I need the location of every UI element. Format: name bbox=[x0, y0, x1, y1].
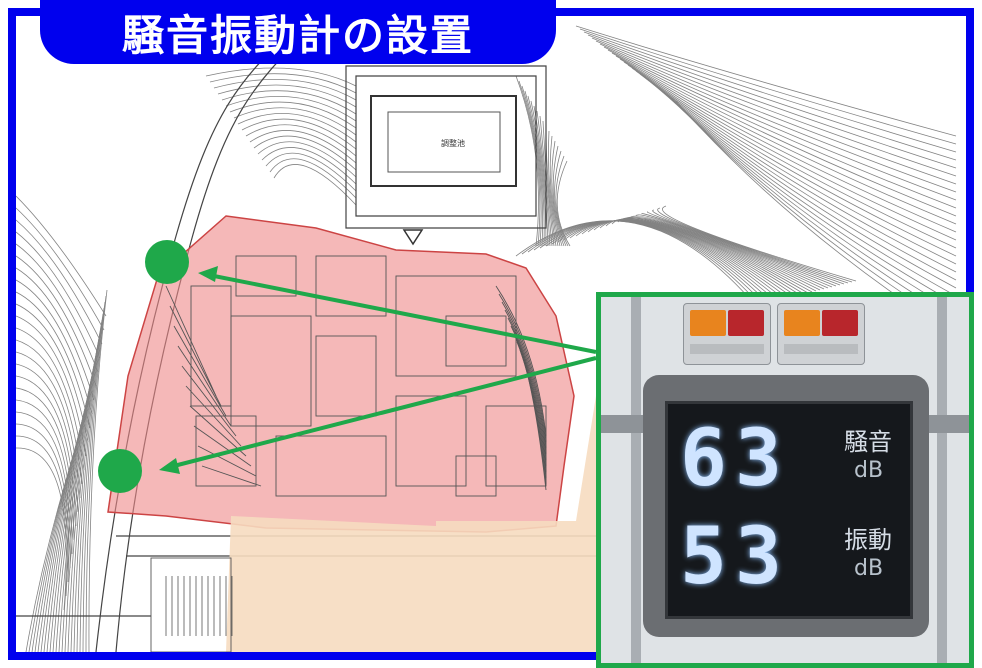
red-lamp bbox=[728, 310, 764, 336]
measurement-point-north bbox=[145, 240, 189, 284]
detention-pond bbox=[370, 95, 517, 187]
warning-lamp-unit-right bbox=[777, 303, 865, 365]
arrow-to-south-point bbox=[165, 356, 597, 470]
lamp-label-plate bbox=[784, 344, 858, 354]
lamp-label-plate bbox=[690, 344, 764, 354]
site-internal-structures bbox=[165, 255, 547, 497]
triangle-marker bbox=[402, 229, 424, 246]
vibration-value: 53 bbox=[680, 512, 790, 602]
parking-stall-lines bbox=[165, 576, 233, 636]
arrowhead-south bbox=[159, 458, 180, 474]
vibration-label: 振動 bbox=[844, 526, 892, 554]
measurement-point-south bbox=[98, 449, 142, 493]
arrow-to-north-point bbox=[203, 272, 597, 354]
arrowhead-north bbox=[198, 266, 218, 282]
pavement-area-east bbox=[436, 396, 616, 652]
display-housing: 63 騒音 dB 53 振動 dB bbox=[643, 375, 929, 637]
pavement-area-west bbox=[226, 516, 436, 652]
noise-unit: dB bbox=[854, 458, 884, 483]
site-map: 調整池 bbox=[16, 16, 957, 652]
led-display-face: 63 騒音 dB 53 振動 dB bbox=[665, 401, 913, 619]
noise-vibration-display-photo: 63 騒音 dB 53 振動 dB bbox=[596, 292, 974, 668]
mount-bar-right bbox=[923, 415, 969, 433]
detention-pond-label: 調整池 bbox=[441, 138, 465, 148]
title-banner: 騒音振動計の設置 bbox=[40, 0, 556, 64]
warning-lamp-unit-left bbox=[683, 303, 771, 365]
mount-pole-left bbox=[631, 297, 641, 663]
amber-lamp bbox=[784, 310, 820, 336]
detention-pond-inner bbox=[387, 111, 501, 173]
parking-lot bbox=[150, 557, 232, 652]
page-title: 騒音振動計の設置 bbox=[121, 10, 474, 60]
topographic-contours bbox=[16, 25, 957, 652]
vibration-unit: dB bbox=[854, 556, 884, 581]
amber-lamp bbox=[690, 310, 726, 336]
mount-bar-left bbox=[601, 415, 649, 433]
red-lamp bbox=[822, 310, 858, 336]
noise-value: 63 bbox=[680, 414, 790, 504]
mount-pole-right bbox=[937, 297, 947, 663]
noise-label: 騒音 bbox=[844, 428, 892, 456]
